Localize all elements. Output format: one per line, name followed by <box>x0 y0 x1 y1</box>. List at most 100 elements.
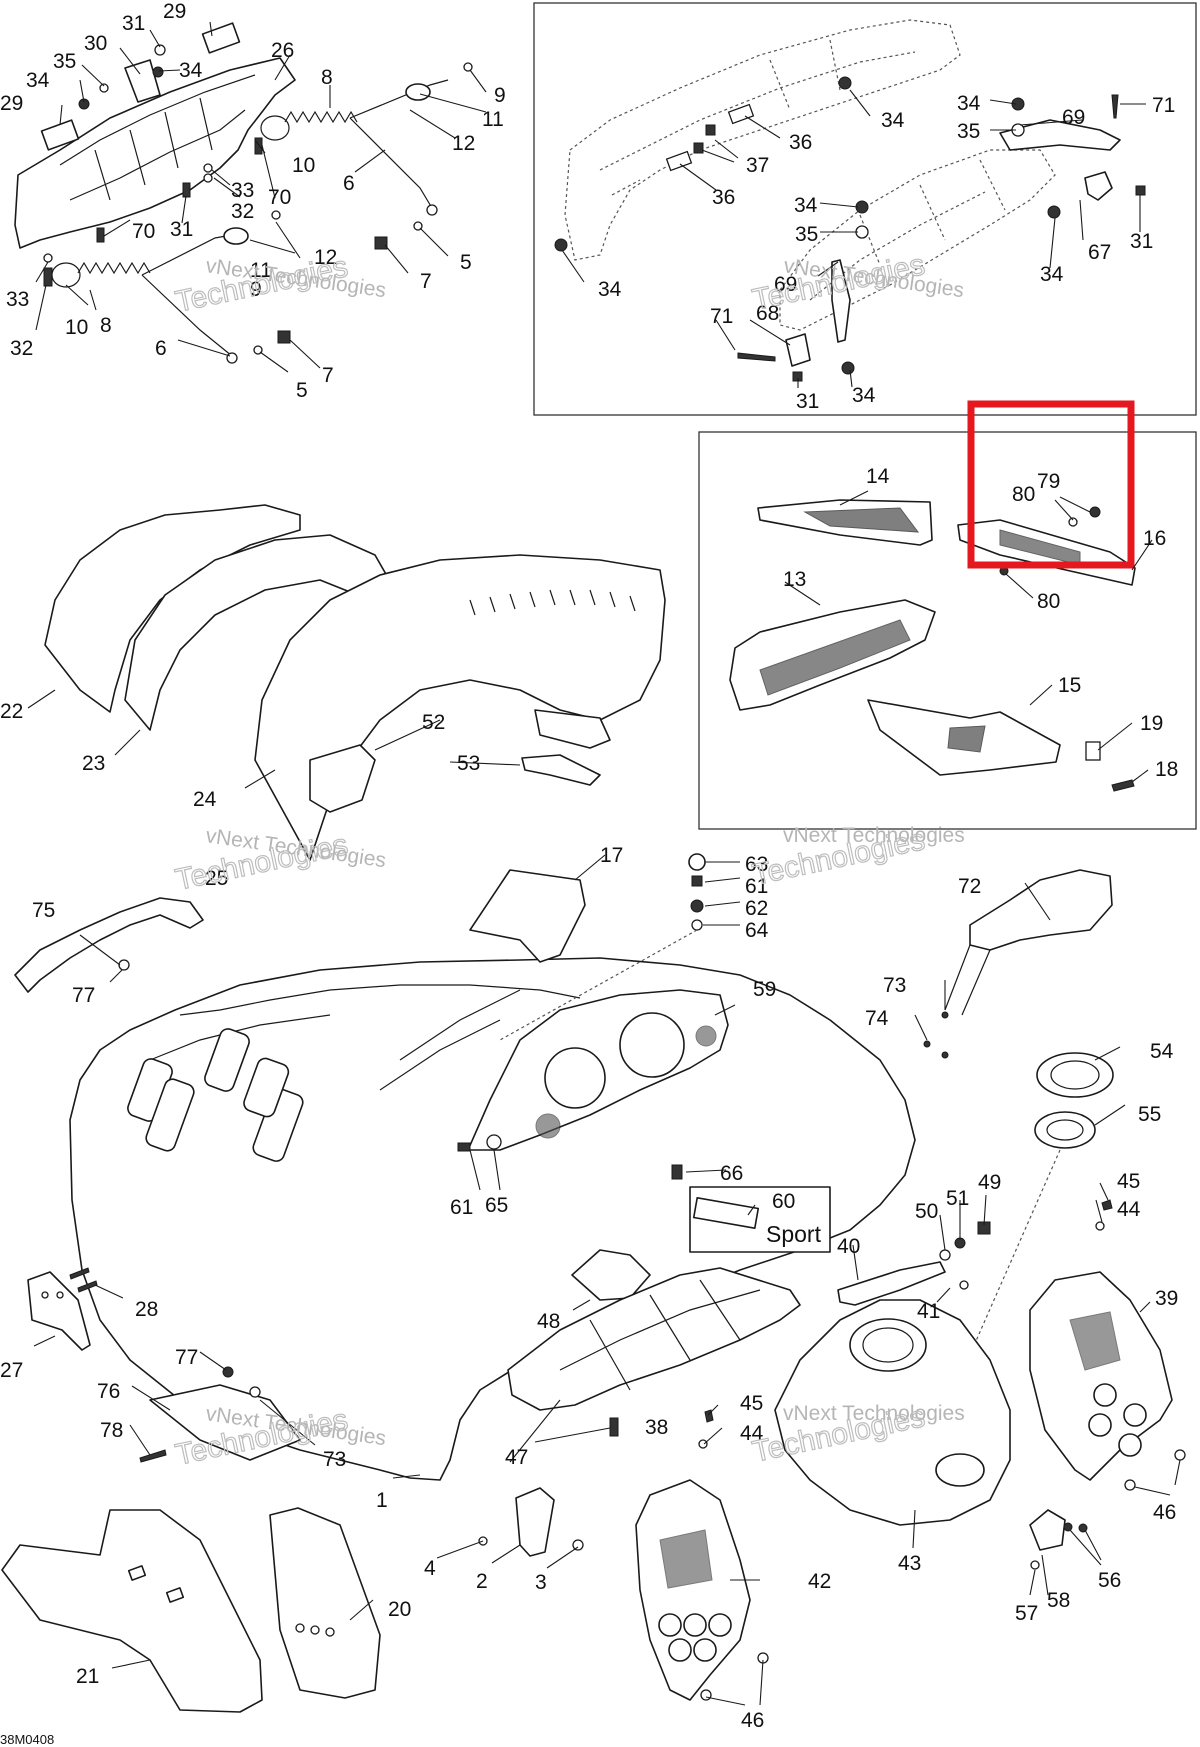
callout-11: 11 <box>482 108 504 131</box>
callout-54: 54 <box>1150 1040 1174 1063</box>
screw-45b <box>704 1409 714 1423</box>
belly-pan-24 <box>254 554 666 861</box>
callout-31: 31 <box>796 390 819 413</box>
front-bumper-bracket-inner <box>59 74 256 201</box>
cable-end-lower <box>226 352 238 364</box>
callout-56: 56 <box>1098 1569 1121 1592</box>
callout-74: 74 <box>865 1007 889 1030</box>
hood-vent-left-5 <box>243 1057 290 1118</box>
side-trim-42-mesh <box>659 1529 713 1589</box>
windshield-mount <box>379 989 521 1091</box>
decal-60 <box>692 1196 760 1230</box>
callout-18: 18 <box>1155 758 1178 781</box>
callout-65: 65 <box>485 1194 508 1217</box>
callout-47: 47 <box>505 1446 528 1469</box>
callout-70: 70 <box>268 186 291 209</box>
callout-60: 60 <box>772 1190 795 1213</box>
callout-17: 17 <box>600 844 623 867</box>
grommet-65 <box>486 1134 502 1150</box>
callout-34: 34 <box>179 59 203 82</box>
side-trim-42-hole-4 <box>668 1638 692 1662</box>
side-pan-22 <box>44 504 301 713</box>
watermark-text: vNext Technologies <box>783 1402 965 1425</box>
side-trim-42-hole-5 <box>693 1638 717 1662</box>
ring-55 <box>1034 1111 1096 1149</box>
hood-vent-left-2 <box>145 1078 195 1152</box>
rear-nut-34e <box>1047 205 1061 219</box>
washer-9a <box>463 62 473 72</box>
callout-labels: 31 29 35 30 34 34 26 8 9 11 29 12 10 6 3… <box>0 0 1178 1732</box>
side-panel-inset-frame <box>698 431 1197 830</box>
callout-33: 33 <box>231 179 254 202</box>
gauge-right <box>619 1012 685 1078</box>
callout-32: 32 <box>10 337 33 360</box>
ring-55-inner <box>1046 1119 1084 1141</box>
cable-upper-2 <box>349 79 449 119</box>
flap-20-hole-3 <box>325 1627 335 1637</box>
callout-30: 30 <box>84 32 107 55</box>
clip-56-screw-1 <box>1063 1522 1073 1532</box>
nut-77a <box>118 959 130 971</box>
callout-50: 50 <box>915 1200 938 1223</box>
screw-61a <box>691 875 703 887</box>
grommet-74b <box>941 1051 949 1059</box>
gauge-small-2 <box>695 1025 717 1047</box>
washer-64 <box>691 919 703 931</box>
leader <box>784 490 1153 783</box>
rear-bumper-inset-frame <box>533 2 1197 416</box>
callout-39: 39 <box>1155 1287 1178 1310</box>
rear-rivet-71a <box>1111 94 1119 119</box>
rear-nut-34b <box>554 238 568 252</box>
callout-5: 5 <box>296 379 308 402</box>
side-trim-39 <box>1029 1271 1173 1481</box>
bracket-27-hole-1 <box>41 1291 49 1299</box>
callout-5: 5 <box>460 251 472 274</box>
callout-73: 73 <box>323 1448 346 1471</box>
rear-bracket-67 <box>1084 171 1113 201</box>
handle-75 <box>14 897 204 993</box>
ring-54 <box>1036 1052 1114 1098</box>
mount-76 <box>149 1384 301 1461</box>
callout-72: 72 <box>958 875 981 898</box>
callout-10: 10 <box>292 154 315 177</box>
ring-54-inner <box>1050 1060 1100 1090</box>
fastener-46b <box>1174 1449 1186 1461</box>
leader-lines <box>27 21 1181 1706</box>
callout-77: 77 <box>175 1346 198 1369</box>
rivet-78 <box>139 1449 167 1463</box>
cable-lower <box>141 274 233 357</box>
bumper-washer-3 <box>203 163 213 173</box>
tray-48-cover <box>571 1249 651 1301</box>
callout-2: 2 <box>476 1570 488 1593</box>
callout-15: 15 <box>1058 674 1081 697</box>
front-bumper-bracket <box>14 57 296 249</box>
rear-strap-lower <box>831 259 851 343</box>
bumper-bolt-4 <box>182 182 191 198</box>
leader <box>27 689 1181 1706</box>
callout-48: 48 <box>537 1310 560 1333</box>
rear-nut-34c <box>1011 97 1025 111</box>
flap-20-hole-2 <box>310 1625 320 1635</box>
callout-34: 34 <box>794 194 818 217</box>
callout-76: 76 <box>97 1380 120 1403</box>
callout-75: 75 <box>32 899 55 922</box>
callout-29: 29 <box>163 0 186 23</box>
diagram-code: 38M0408 <box>0 1732 54 1747</box>
callout-31: 31 <box>1130 230 1153 253</box>
cable-upper <box>349 117 433 209</box>
spring-ring-lower <box>51 262 81 288</box>
callout-53: 53 <box>457 752 480 775</box>
guard-21-slot-2 <box>165 1587 185 1603</box>
callout-7: 7 <box>322 364 334 387</box>
callout-73: 73 <box>883 974 906 997</box>
side-trim-39-hole-4 <box>1118 1433 1142 1457</box>
fastener-46a <box>1124 1479 1136 1491</box>
rear-spacer-36a <box>727 103 755 125</box>
callout-19: 19 <box>1140 712 1163 735</box>
spring-ring-upper <box>260 115 290 141</box>
callout-42: 42 <box>808 1570 831 1593</box>
callout-80: 80 <box>1012 483 1035 506</box>
grommet-74 <box>923 1040 931 1048</box>
callout-46: 46 <box>741 1709 764 1732</box>
